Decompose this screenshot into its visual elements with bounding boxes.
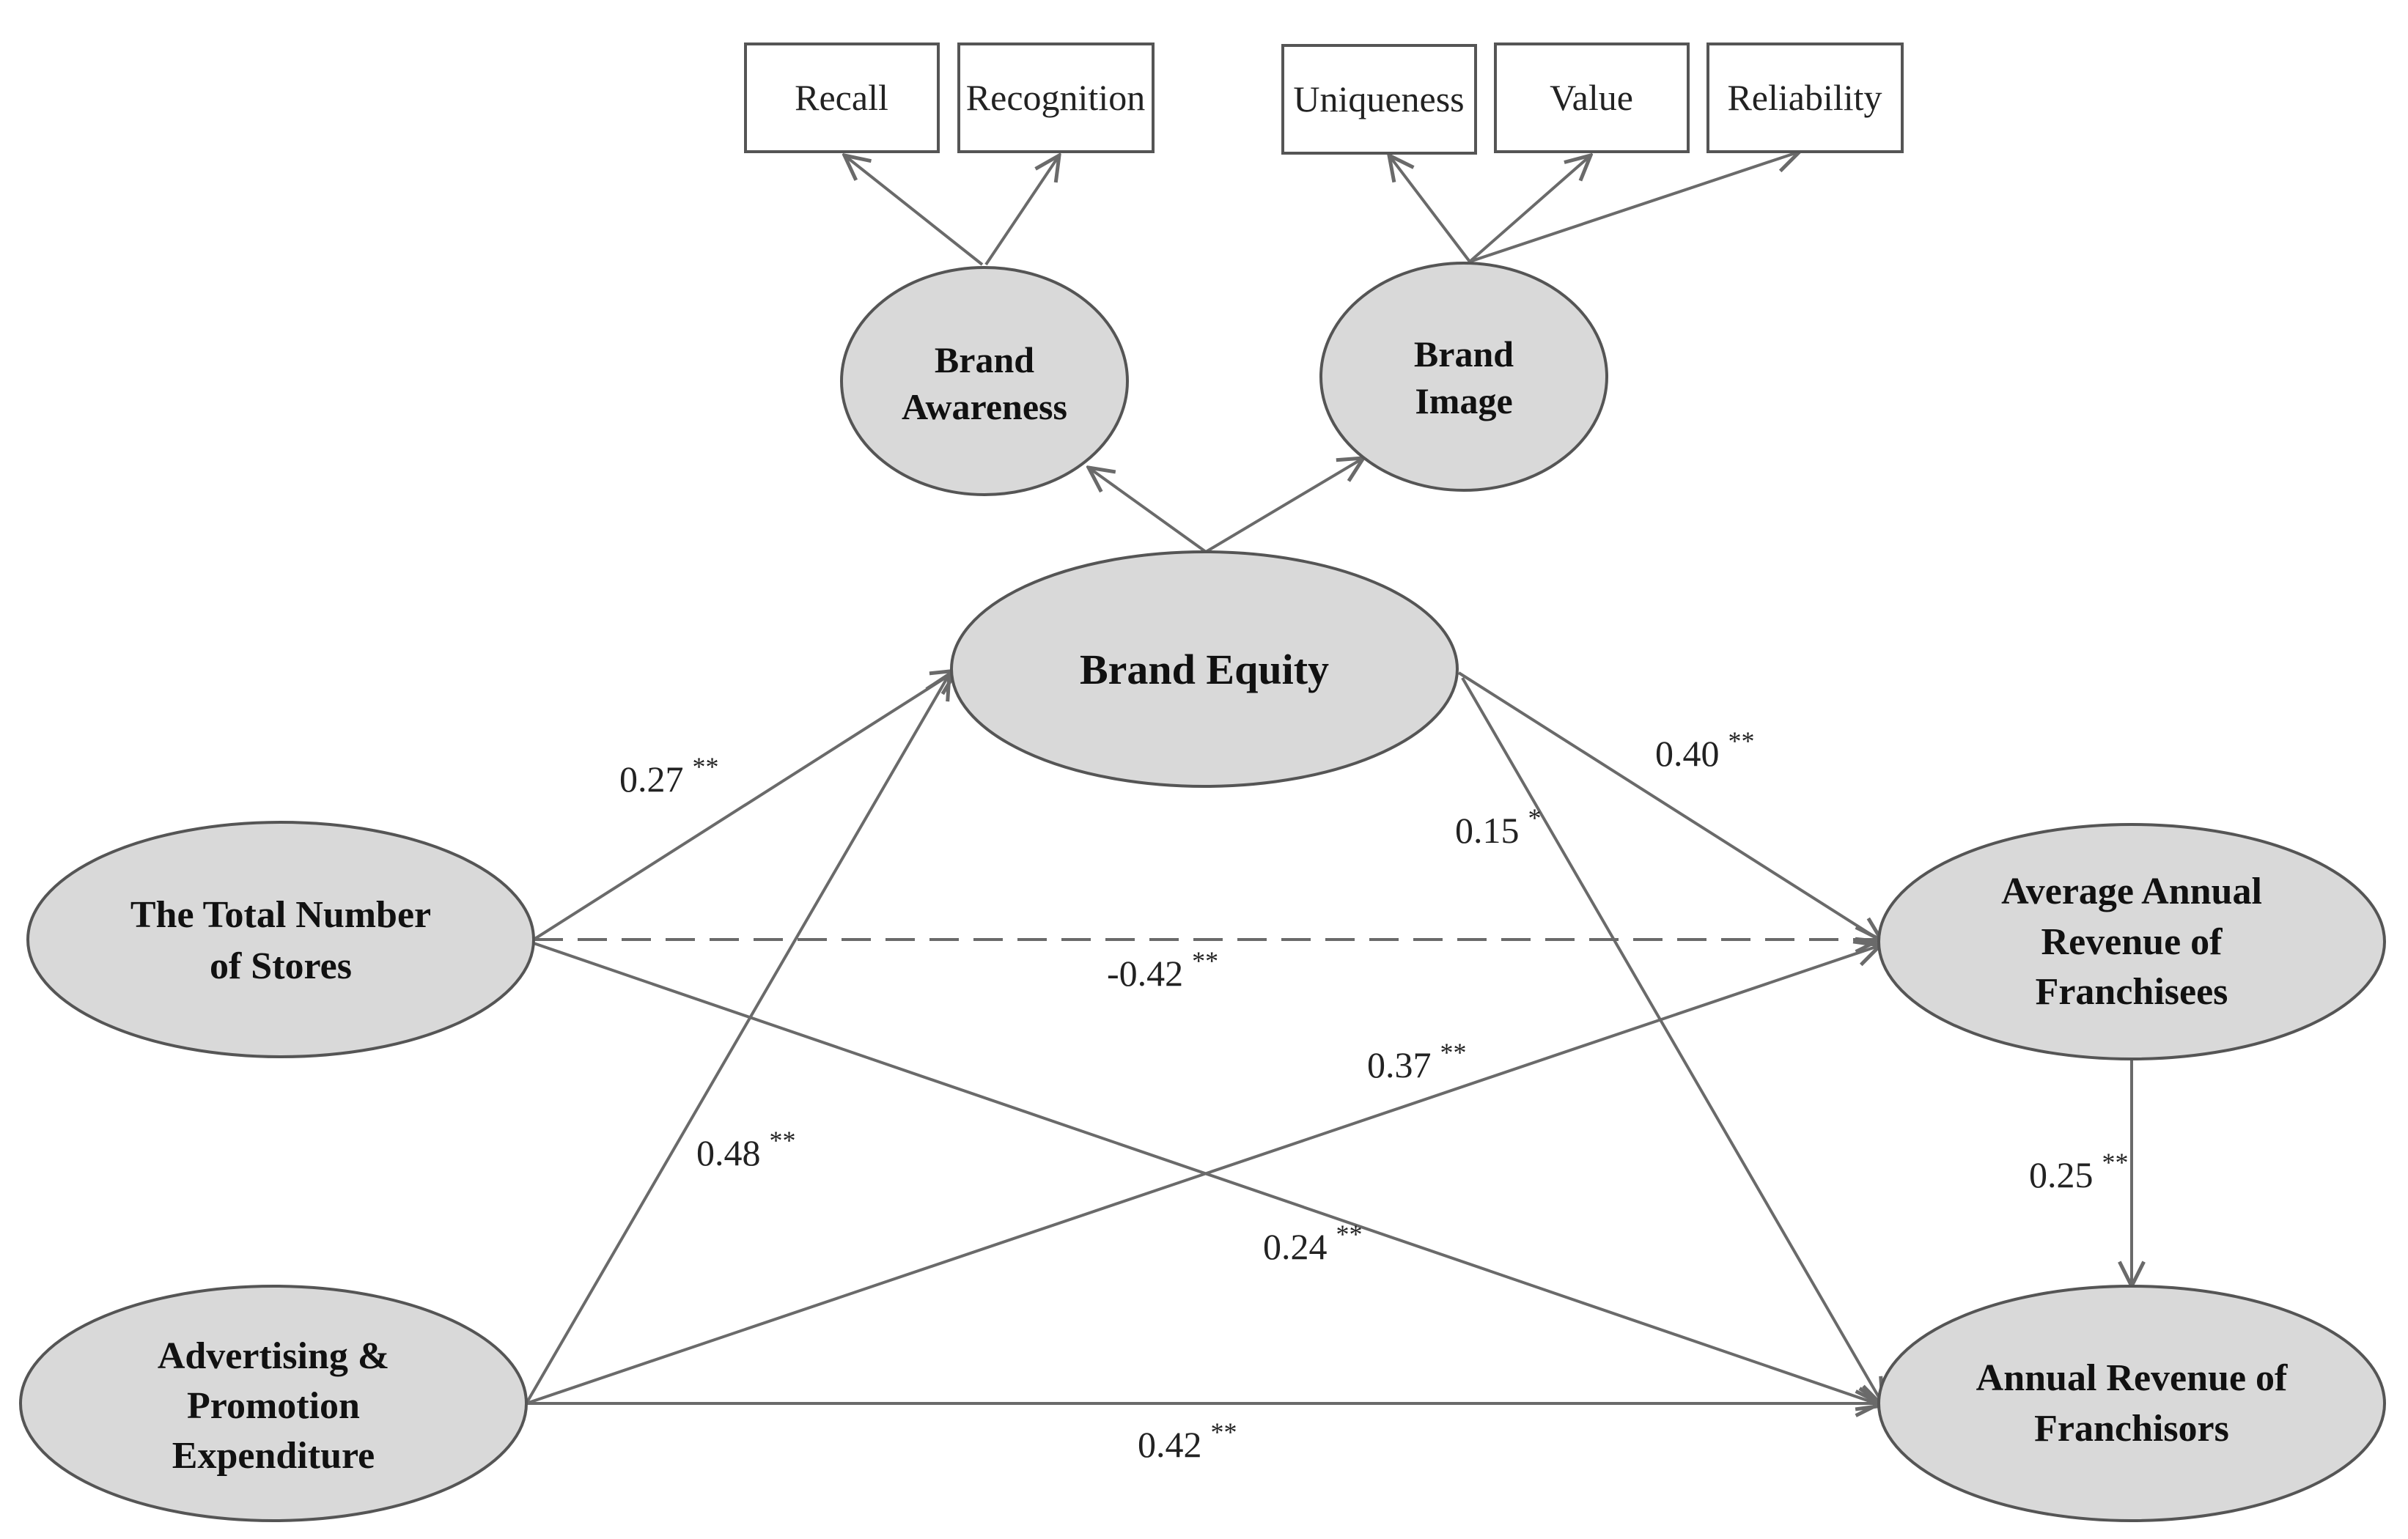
edge-image-reliability	[1469, 152, 1800, 263]
indicator-reliability: Reliability	[1706, 43, 1904, 153]
brand-image-line-1: Brand	[1414, 333, 1514, 374]
indicator-uniqueness: Uniqueness	[1281, 44, 1477, 155]
construct-advertising-promotion-expenditure: Advertising & Promotion Expenditure	[19, 1285, 528, 1522]
construct-brand-equity: Brand Equity	[950, 550, 1459, 788]
indicator-recall-label: Recall	[795, 77, 888, 118]
avg-revenue-line-1: Average Annual	[2001, 871, 2262, 912]
avg-revenue-line-3: Franchisees	[2036, 971, 2228, 1013]
indicator-value-label: Value	[1550, 77, 1633, 118]
brand-awareness-line-1: Brand	[935, 339, 1034, 380]
coef-stores-to-annual-revenue: 0.24**	[1263, 1219, 1363, 1267]
edge-stores-to-annual-revenue	[533, 942, 1882, 1406]
construct-brand-image: Brand Image	[1319, 262, 1608, 492]
measurement-edges	[844, 152, 1800, 553]
construct-annual-revenue-franchisors: Annual Revenue of Franchisors	[1877, 1285, 2386, 1522]
annual-revenue-line-1: Annual Revenue of	[1976, 1357, 2288, 1399]
edge-equity-to-avg-revenue	[1457, 671, 1882, 942]
total-stores-line-2: of Stores	[210, 945, 352, 987]
brand-equity-label: Brand Equity	[1080, 646, 1329, 693]
construct-avg-annual-revenue-franchisees: Average Annual Revenue of Franchisees	[1877, 823, 2386, 1060]
indicator-value: Value	[1494, 43, 1690, 153]
edge-awareness-recognition	[984, 155, 1059, 266]
edge-advertising-to-equity	[525, 674, 949, 1405]
construct-brand-awareness: Brand Awareness	[840, 266, 1129, 496]
annual-revenue-line-2: Franchisors	[2034, 1408, 2229, 1450]
brand-image-line-2: Image	[1415, 380, 1512, 421]
coef-equity-to-avg-revenue: 0.40**	[1655, 726, 1755, 774]
edge-image-value	[1468, 155, 1591, 263]
coef-stores-to-equity: 0.27**	[619, 752, 719, 800]
brand-awareness-line-2: Awareness	[902, 386, 1067, 427]
structural-edges	[525, 671, 2132, 1406]
indicator-recognition: Recognition	[957, 43, 1155, 153]
indicator-recognition-label: Recognition	[966, 77, 1145, 118]
coef-advertising-to-avg-revenue: 0.37**	[1367, 1038, 1467, 1085]
coef-advertising-to-equity: 0.48**	[696, 1126, 796, 1173]
construct-total-number-of-stores: The Total Number of Stores	[26, 821, 535, 1058]
construct-nodes: Brand Awareness Brand Image Brand Equity…	[19, 262, 2386, 1522]
advertising-line-2: Promotion	[187, 1385, 360, 1427]
edge-equity-awareness	[1089, 468, 1207, 553]
edge-equity-to-annual-revenue	[1461, 676, 1882, 1403]
indicator-recall: Recall	[744, 43, 940, 153]
indicator-boxes: Recall Recognition Uniqueness Value Reli…	[744, 43, 1904, 155]
edge-advertising-to-avg-revenue	[526, 945, 1880, 1405]
total-stores-line-1: The Total Number	[130, 894, 431, 936]
advertising-line-1: Advertising &	[158, 1335, 389, 1377]
edge-equity-image	[1204, 458, 1363, 553]
coef-avg-to-annual-revenue: 0.25**	[2029, 1148, 2129, 1195]
path-coefficients: 0.27** 0.48** 0.40** 0.15* -0.42** 0.37*…	[619, 726, 2129, 1465]
coef-stores-to-avg-revenue: -0.42**	[1107, 946, 1218, 994]
coef-equity-to-annual-revenue: 0.15*	[1455, 803, 1542, 851]
edge-image-uniqueness	[1389, 155, 1471, 263]
indicator-reliability-label: Reliability	[1727, 77, 1882, 118]
edge-stores-to-equity	[532, 671, 957, 941]
avg-revenue-line-2: Revenue of	[2041, 921, 2223, 963]
indicator-uniqueness-label: Uniqueness	[1293, 78, 1464, 119]
coef-advertising-to-annual-revenue: 0.42**	[1138, 1417, 1237, 1465]
edge-awareness-recall	[844, 155, 984, 266]
advertising-line-3: Expenditure	[172, 1435, 375, 1477]
